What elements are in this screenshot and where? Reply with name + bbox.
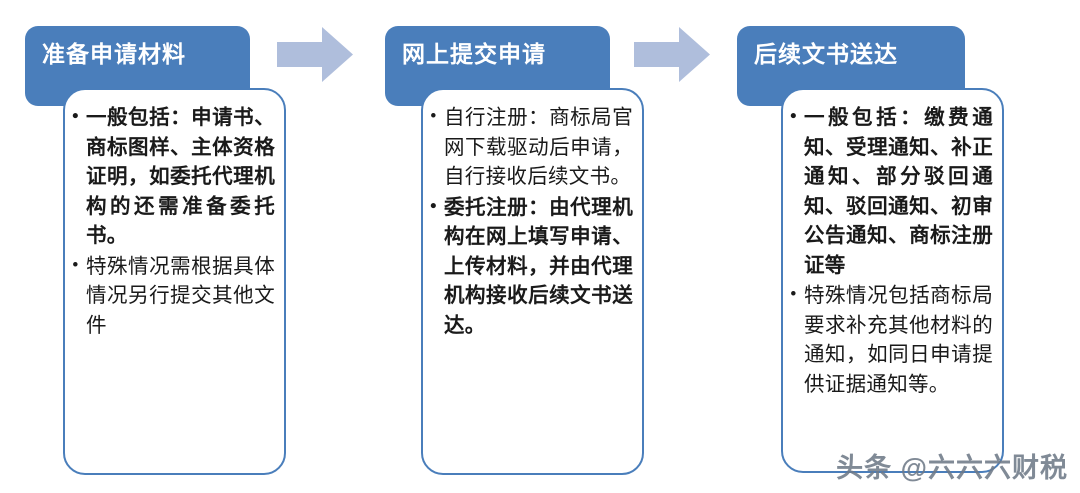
step-card-1: 一般包括：申请书、商标图样、主体资格证明，如委托代理机构的还需准备委托书。 特殊…: [63, 88, 286, 475]
step-card-body-3: 一般包括：缴费通知、受理通知、补正通知、部分驳回通知、驳回通知、初审公告通知、商…: [783, 90, 1002, 400]
list-item: 一般包括：缴费通知、受理通知、补正通知、部分驳回通知、驳回通知、初审公告通知、商…: [787, 103, 993, 281]
step-card-body-2: 自行注册：商标局官网下载驱动后申请，自行接收后续文书。 委托注册：由代理机构在网…: [423, 90, 642, 341]
right-arrow-icon-2: [634, 27, 710, 82]
step-card-3: 一般包括：缴费通知、受理通知、补正通知、部分驳回通知、驳回通知、初审公告通知、商…: [781, 88, 1004, 473]
step-header-label-2: 网上提交申请: [402, 42, 546, 67]
list-item: 特殊情况包括商标局要求补充其他材料的通知，如同日申请提供证据通知等。: [787, 281, 993, 400]
right-arrow-icon-1: [277, 27, 353, 82]
list-item: 特殊情况需根据具体情况另行提交其他文件: [69, 252, 275, 342]
bullet-list-2: 自行注册：商标局官网下载驱动后申请，自行接收后续文书。 委托注册：由代理机构在网…: [427, 103, 633, 342]
list-item: 一般包括：申请书、商标图样、主体资格证明，如委托代理机构的还需准备委托书。: [69, 103, 275, 252]
bullet-list-3: 一般包括：缴费通知、受理通知、补正通知、部分驳回通知、驳回通知、初审公告通知、商…: [787, 103, 993, 400]
step-card-2: 自行注册：商标局官网下载驱动后申请，自行接收后续文书。 委托注册：由代理机构在网…: [421, 88, 644, 475]
bullet-list-1: 一般包括：申请书、商标图样、主体资格证明，如委托代理机构的还需准备委托书。 特殊…: [69, 103, 275, 342]
step-header-label-1: 准备申请材料: [42, 42, 186, 67]
list-item: 自行注册：商标局官网下载驱动后申请，自行接收后续文书。: [427, 103, 633, 193]
step-header-label-3: 后续文书送达: [754, 42, 898, 67]
list-item: 委托注册：由代理机构在网上填写申请、上传材料，并由代理机构接收后续文书送达。: [427, 193, 633, 342]
watermark: 头条 @六六六财税: [836, 453, 1068, 483]
step-card-body-1: 一般包括：申请书、商标图样、主体资格证明，如委托代理机构的还需准备委托书。 特殊…: [65, 90, 284, 341]
